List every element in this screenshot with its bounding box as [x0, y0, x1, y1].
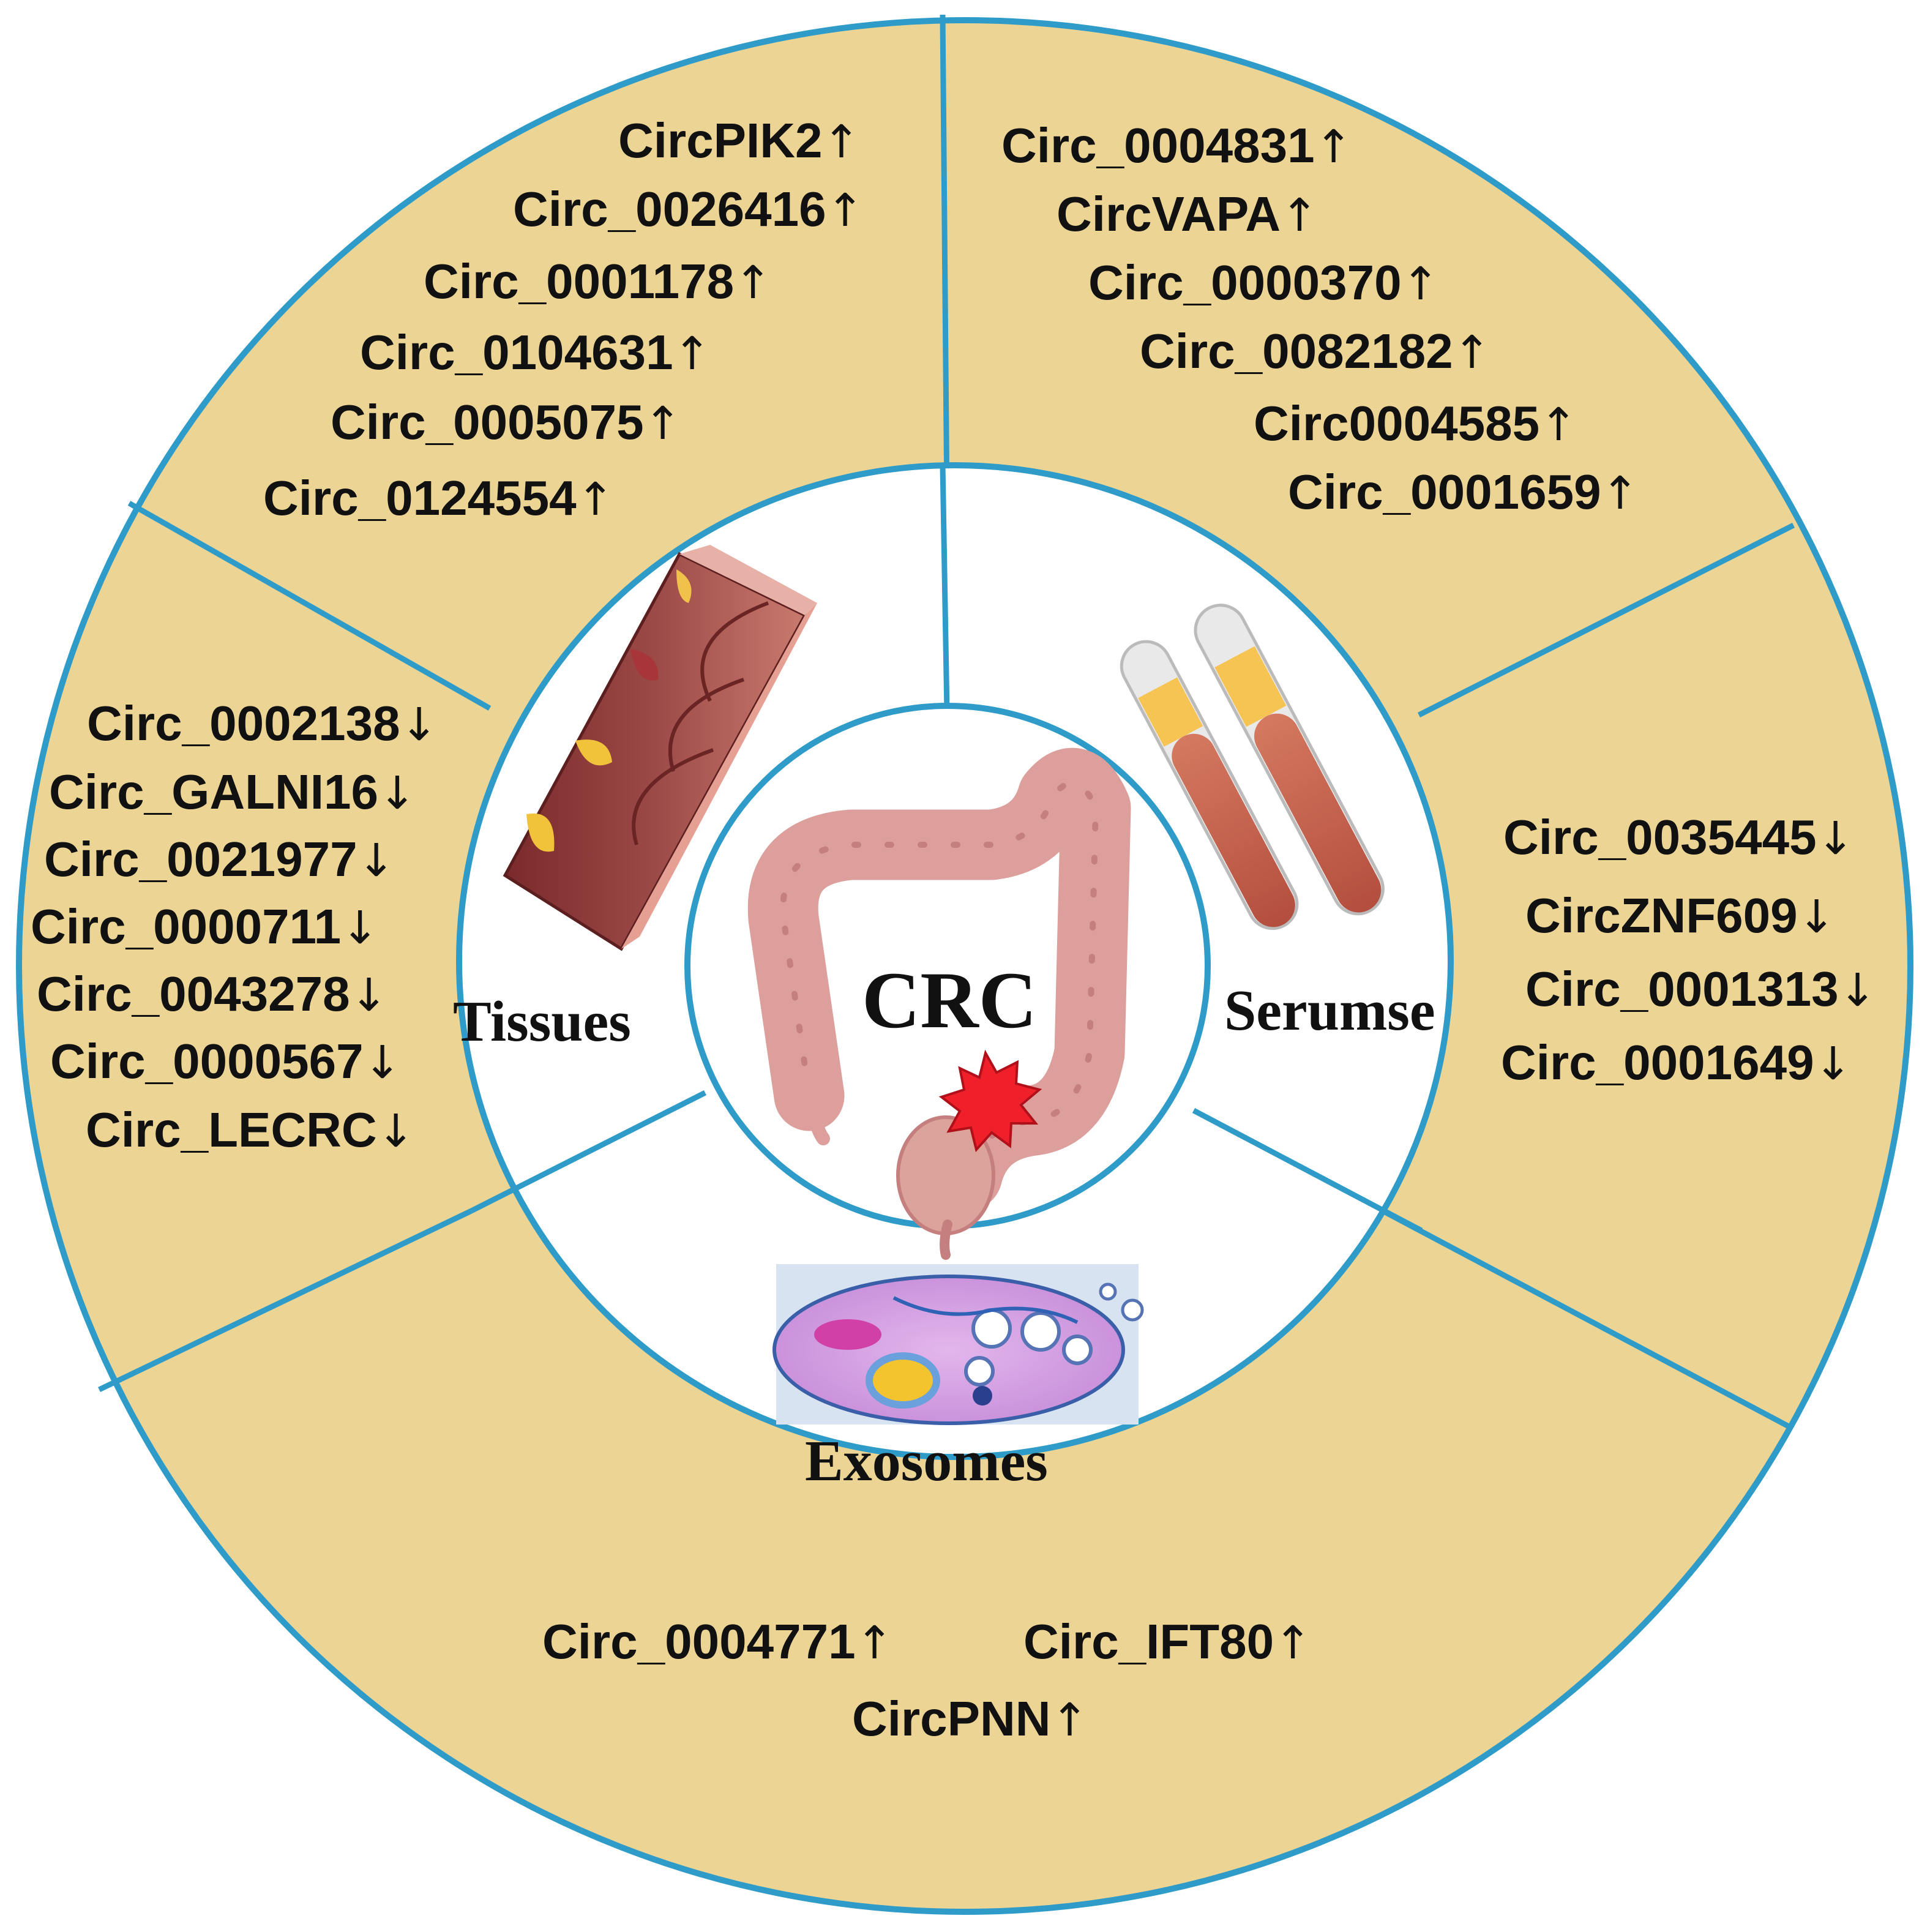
serum-down-gene: Circ_0035445↓	[1503, 810, 1855, 865]
serum-label: Serumse	[1224, 979, 1435, 1043]
tissue-down-gene: Circ_0000567↓	[50, 1034, 402, 1089]
exosomes-label: Exosomes	[805, 1429, 1048, 1493]
blood-tube-icon	[1120, 604, 1385, 930]
tissue-up-gene: Circ_0026416↑	[513, 182, 864, 237]
colon-tissue-icon	[503, 545, 817, 951]
exosome-up-gene: Circ_IFT80↑	[1023, 1614, 1312, 1669]
serum-down-gene: CircZNF609↓	[1525, 888, 1836, 943]
tissue-up-gene: Circ_0124554↑	[263, 471, 615, 526]
exosome-up-gene: CircPNN↑	[852, 1691, 1089, 1747]
divider-upper-left	[127, 501, 492, 711]
exosome-up-gene: Circ_0004771↑	[542, 1614, 894, 1669]
inner-dividers	[469, 465, 1423, 1233]
serum-up-gene: Circ_0001659↑	[1288, 465, 1639, 520]
tissue-down-gene: Circ_0021977↓	[44, 832, 395, 887]
tissues-label: Tissues	[453, 990, 631, 1054]
tissue-down-gene: Circ_LECRC↓	[86, 1103, 415, 1158]
inner-divider-right	[1192, 1108, 1423, 1233]
serum-up-gene: Circ_0000370↑	[1088, 255, 1440, 310]
exosome-cell-icon	[772, 1264, 1144, 1425]
serum-up-gene: Circ_0004831↑	[1001, 118, 1353, 173]
tissue-down-gene: Circ_GALNI16↓	[49, 765, 416, 820]
tissue-up-gene: Circ_0005075↑	[331, 395, 682, 450]
inner-divider-top	[940, 465, 950, 712]
divider-lower-left	[98, 1208, 473, 1393]
serum-up-gene: Circ0004585↑	[1254, 396, 1578, 451]
serum-up-gene: Circ_0082182↑	[1140, 324, 1491, 379]
tissue-down-gene: Circ_0000711↓	[31, 899, 380, 954]
tissue-down-gene: Circ_0002138↓	[87, 696, 438, 751]
inner-divider-left	[469, 1090, 707, 1214]
divider-upper-right	[1417, 522, 1795, 718]
serum-down-gene: Circ_0001313↓	[1525, 962, 1877, 1017]
tissue-up-gene: Circ_0001178↑	[424, 254, 772, 309]
serum-up-gene: CircVAPA↑	[1057, 187, 1319, 242]
serum-down-gene: Circ_0001649↓	[1501, 1035, 1852, 1090]
tumor-burst-icon	[938, 1049, 1042, 1153]
tissue-up-gene: Circ_0104631↑	[360, 325, 711, 380]
tissue-down-gene: Circ_0043278↓	[37, 967, 388, 1022]
tissue-up-gene: CircPIK2↑	[618, 113, 861, 168]
center-label: CRC	[862, 955, 1037, 1045]
